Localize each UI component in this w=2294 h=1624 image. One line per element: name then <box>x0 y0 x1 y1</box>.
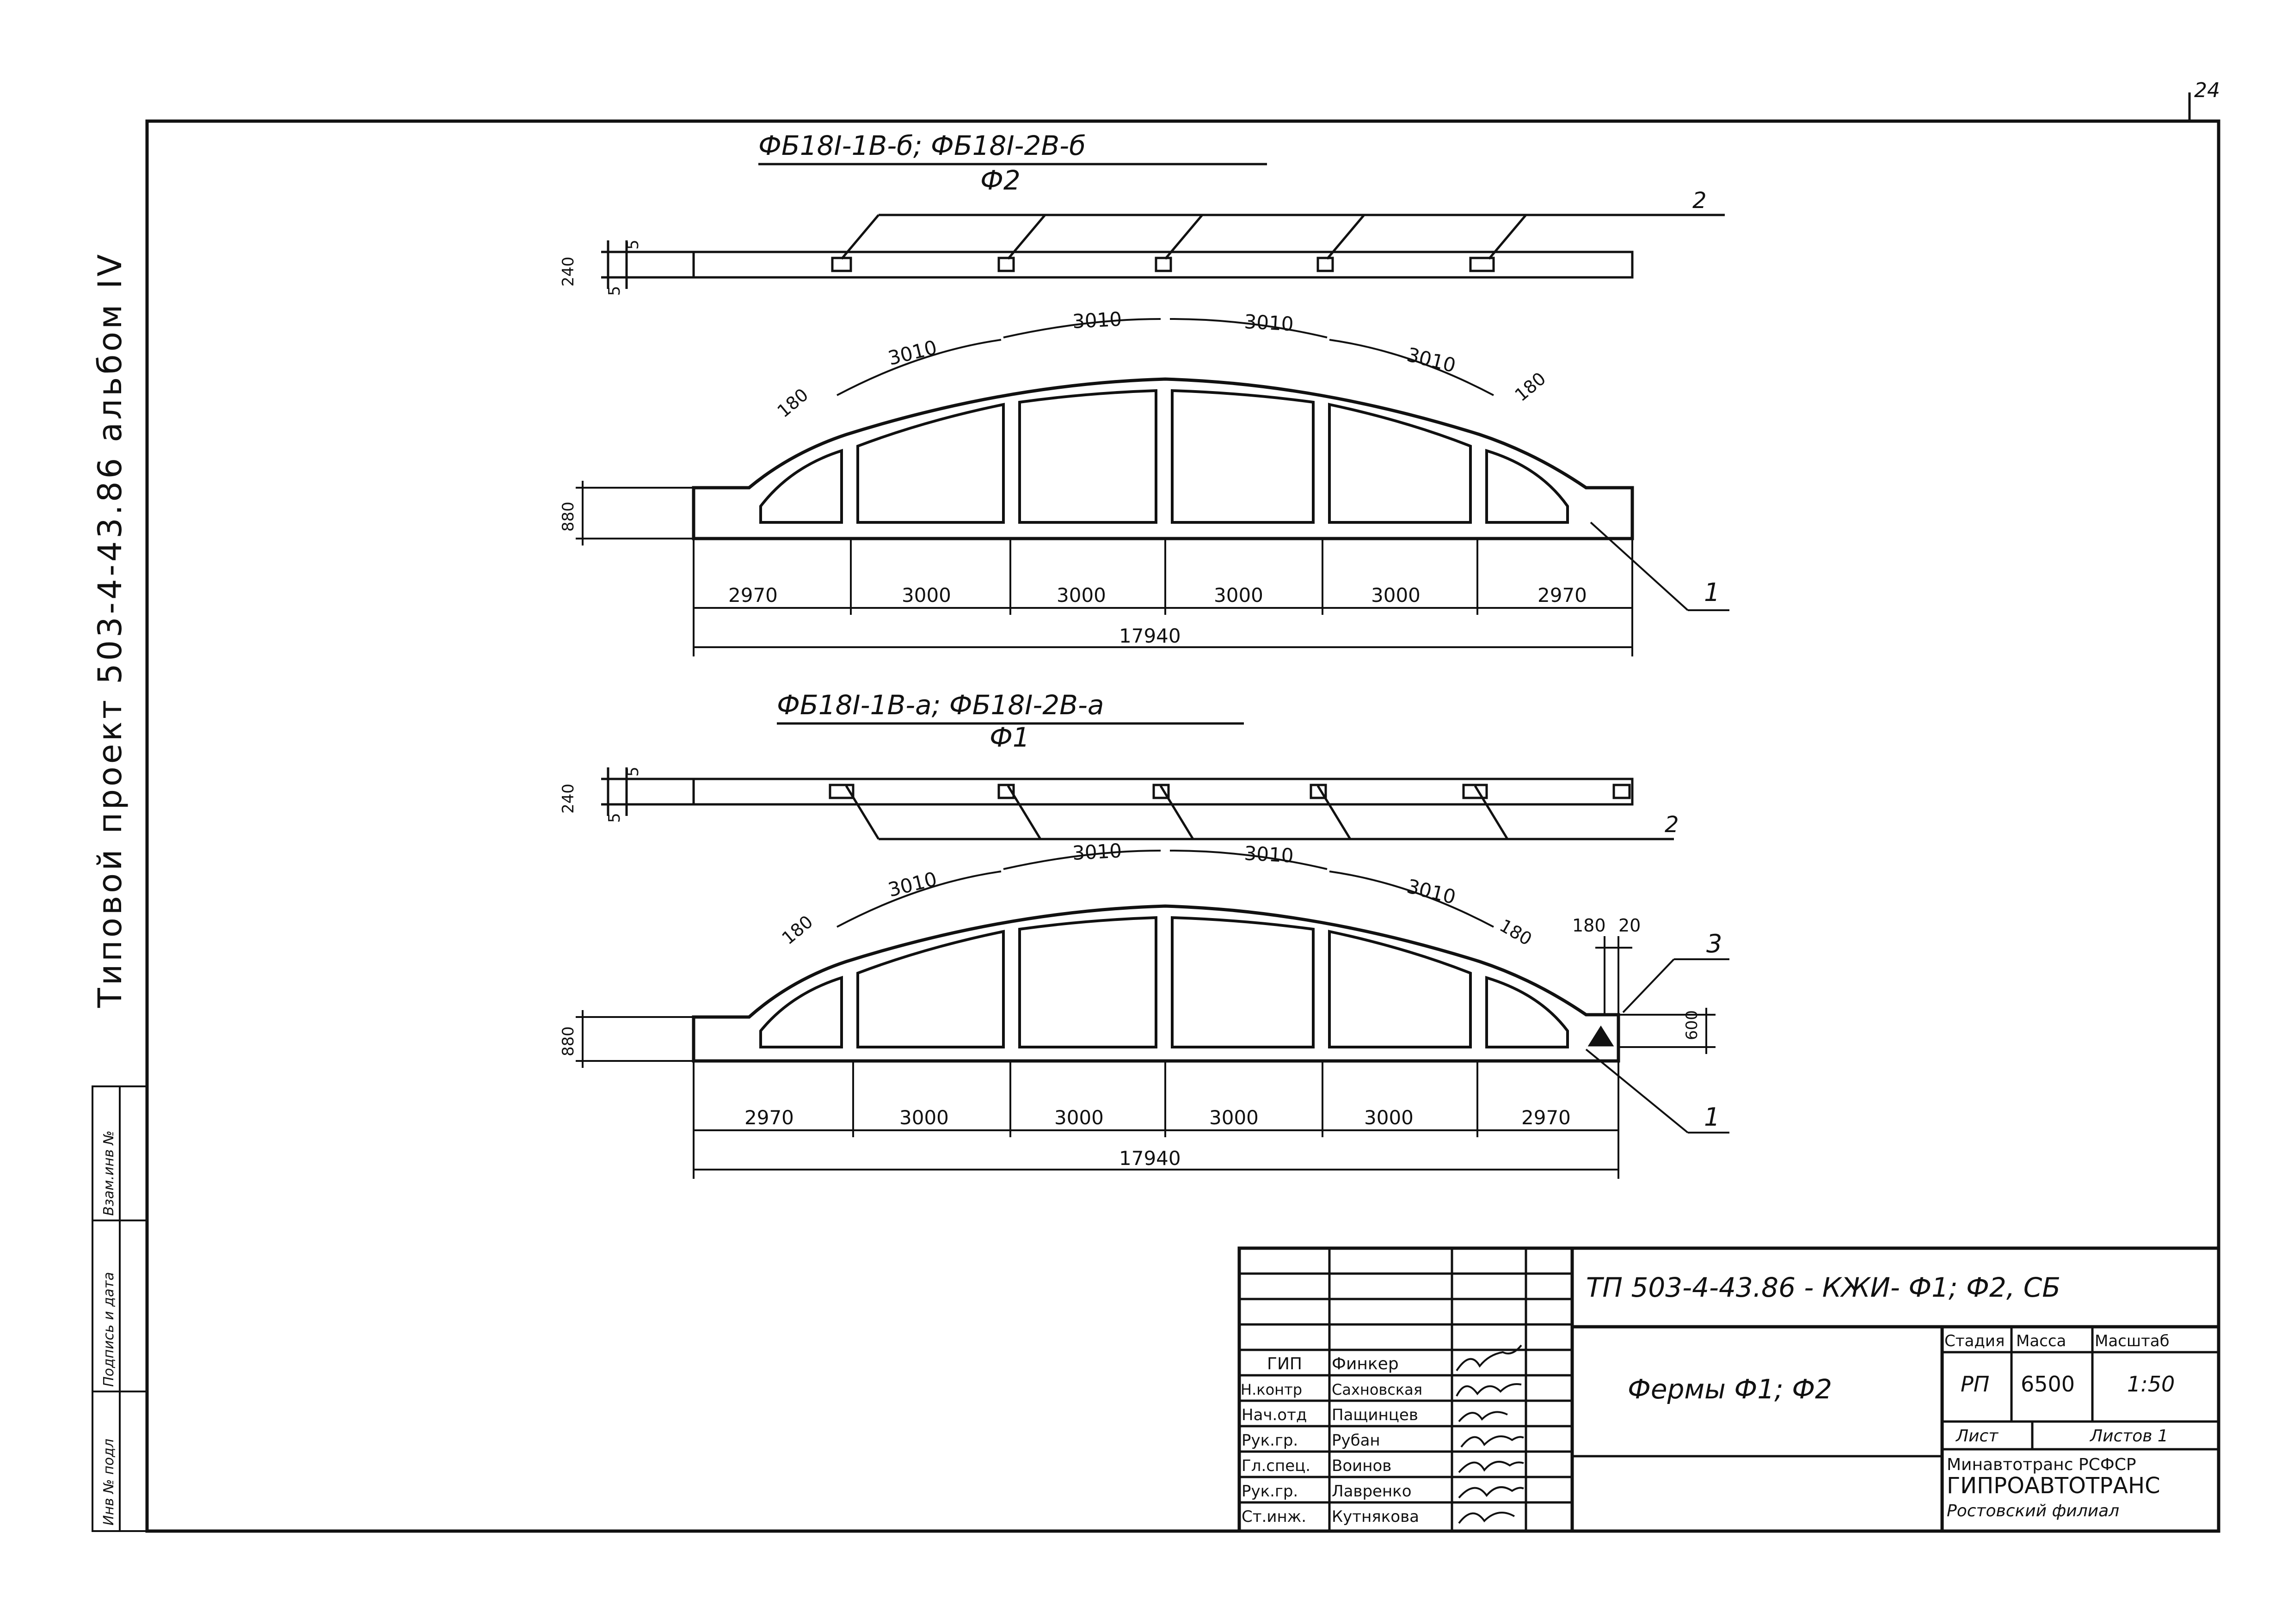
side-stamp-signature-date: Подпись и дата <box>101 1272 117 1387</box>
title-block-scale-header: Масштаб <box>2095 1332 2170 1350</box>
title-block-name: Фермы Ф1; Ф2 <box>1628 1373 1832 1405</box>
view-f2-plan <box>601 214 1725 289</box>
view-f1-dim-20-end: 20 <box>1618 915 1641 936</box>
view-f1-bottom-dim-1: 2970 <box>744 1106 794 1129</box>
view-f2-height: 880 <box>559 502 578 532</box>
title-block-mass-header: Масса <box>2016 1332 2066 1350</box>
view-f2-subtitle: Ф2 <box>980 165 1021 196</box>
signature-1 <box>1456 1344 1522 1372</box>
view-f1-bottom-dim-4: 3000 <box>1209 1106 1259 1129</box>
title-block-code: ТП 503-4-43.86 - КЖИ- Ф1; Ф2, СБ <box>1586 1272 2060 1303</box>
view-f1-elevation-dims <box>576 850 1729 1179</box>
title-block-org-line3: Ростовский филиал <box>1947 1501 2119 1520</box>
view-f1-dim-180-left: 180 <box>778 912 817 949</box>
view-f2-title: ФБ18I-1В-б; ФБ18I-2В-б <box>758 130 1086 161</box>
view-f1-plan-callout-2: 2 <box>1665 812 1679 838</box>
person-role-4: Рук.гр. <box>1242 1431 1298 1450</box>
side-stamp-replace-inv: Взам.инв № <box>101 1130 117 1216</box>
person-role-2: Н.контр <box>1241 1381 1302 1398</box>
view-f1-bottom-dim-6: 2970 <box>1521 1106 1571 1129</box>
title-block-sheets-label: Листов 1 <box>2089 1427 2168 1446</box>
person-role-7: Ст.инж. <box>1242 1508 1306 1526</box>
view-f2-callout-1: 1 <box>1704 578 1720 607</box>
view-f1-plan-dim-5-top: 5 <box>624 766 642 777</box>
signature-7 <box>1458 1512 1515 1524</box>
title-block-org-line1: Минавтотранс РСФСР <box>1947 1455 2136 1474</box>
signature-4 <box>1460 1435 1524 1448</box>
view-f2-chord-dim-1: 3010 <box>886 336 940 369</box>
view-f1-callout-3: 3 <box>1706 929 1722 958</box>
signature-5 <box>1458 1461 1524 1473</box>
view-f2-total: 17940 <box>1119 625 1181 647</box>
side-title: Типовой проект 503-4-43.86 альбом IV <box>91 251 129 1008</box>
view-f2: ФБ18I-1В-б; ФБ18I-2В-б Ф2 240 5 5 2 <box>559 130 1729 656</box>
title-block-sheet-label: Лист <box>1955 1427 1999 1446</box>
view-f1: ФБ18I-1В-а; ФБ18I-2В-а Ф1 240 5 5 2 <box>559 689 1729 1179</box>
person-role-6: Рук.гр. <box>1242 1482 1298 1501</box>
sheet-frame <box>145 92 2220 1533</box>
view-f2-bottom-dim-3: 3000 <box>1057 584 1106 607</box>
person-role-5: Гл.спец. <box>1242 1457 1310 1475</box>
view-f2-bottom-dim-5: 3000 <box>1371 584 1421 607</box>
view-f1-dim-180-end: 180 <box>1572 915 1606 936</box>
page-number: 24 <box>2194 79 2220 102</box>
view-f1-plan <box>601 767 1674 840</box>
view-f1-bottom-dim-2: 3000 <box>899 1106 949 1129</box>
person-role-1: ГИП <box>1267 1354 1302 1373</box>
person-name-6: Лавренко <box>1332 1482 1412 1501</box>
person-name-4: Рубан <box>1332 1431 1380 1450</box>
view-f1-chord-dim-4: 3010 <box>1405 875 1458 908</box>
view-f2-elevation-outline <box>692 377 1634 540</box>
view-f1-total: 17940 <box>1119 1147 1181 1170</box>
view-f1-title: ФБ18I-1В-а; ФБ18I-2В-а <box>777 689 1104 721</box>
view-f2-bottom-dim-4: 3000 <box>1214 584 1263 607</box>
person-name-2: Сахновская <box>1332 1381 1422 1398</box>
view-f1-bottom-dim-5: 3000 <box>1364 1106 1414 1129</box>
view-f1-plan-dim-240: 240 <box>559 784 578 814</box>
signature-6 <box>1458 1486 1524 1499</box>
person-name-3: Пащинцев <box>1332 1406 1418 1424</box>
view-f2-chord-dim-4: 3010 <box>1405 343 1458 377</box>
view-f2-dim-180-right: 180 <box>1511 368 1550 405</box>
title-block-scale-value: 1:50 <box>2127 1372 2175 1397</box>
signature-3 <box>1458 1411 1508 1422</box>
view-f1-chord-dim-3: 3010 <box>1243 842 1294 867</box>
view-f2-dim-180-left: 180 <box>774 385 812 422</box>
view-f2-bottom-dim-2: 3000 <box>902 584 951 607</box>
view-f1-elevation-outline <box>692 904 1620 1063</box>
view-f1-chord-dim-1: 3010 <box>886 867 940 901</box>
view-f1-dim-180-right: 180 <box>1496 915 1536 950</box>
view-f1-callout-1: 1 <box>1704 1103 1720 1132</box>
person-name-7: Кутнякова <box>1332 1508 1419 1526</box>
person-role-3: Нач.отд <box>1242 1406 1307 1424</box>
person-name-1: Финкер <box>1332 1354 1399 1373</box>
title-block-grid <box>1237 1246 2220 1533</box>
signatures <box>1456 1344 1524 1524</box>
view-f2-elevation-dims <box>576 318 1729 656</box>
view-f1-chord-dim-2: 3010 <box>1072 839 1122 864</box>
title-block-stage-header: Стадия <box>1944 1332 2005 1350</box>
side-stamp <box>92 1085 148 1532</box>
view-f1-bottom-dim-3: 3000 <box>1054 1106 1104 1129</box>
view-f2-bottom-dim-1: 2970 <box>728 584 778 607</box>
view-f1-height: 880 <box>559 1026 578 1056</box>
view-f2-bottom-dim-6: 2970 <box>1538 584 1587 607</box>
title-block-mass-value: 6500 <box>2021 1372 2075 1397</box>
title-block-org-line2: ГИПРОАВТОТРАНС <box>1947 1473 2160 1499</box>
view-f2-chord-dim-2: 3010 <box>1072 307 1122 333</box>
view-f1-plan-dim-5-bottom: 5 <box>605 813 624 823</box>
person-name-5: Воинов <box>1332 1457 1391 1475</box>
view-f1-dim-600: 600 <box>1683 1010 1701 1040</box>
side-stamp-inv-no: Инв № подл <box>101 1439 117 1526</box>
view-f2-plan-callout-2: 2 <box>1692 188 1707 214</box>
view-f2-plan-dim-5-bottom: 5 <box>605 286 624 296</box>
view-f2-plan-dim-240: 240 <box>559 257 578 287</box>
title-block-stage-value: РП <box>1961 1372 1989 1397</box>
view-f1-subtitle: Ф1 <box>990 722 1030 753</box>
view-f2-chord-dim-3: 3010 <box>1243 310 1294 336</box>
signature-2 <box>1456 1383 1522 1397</box>
view-f2-plan-dim-5-top: 5 <box>624 239 642 250</box>
